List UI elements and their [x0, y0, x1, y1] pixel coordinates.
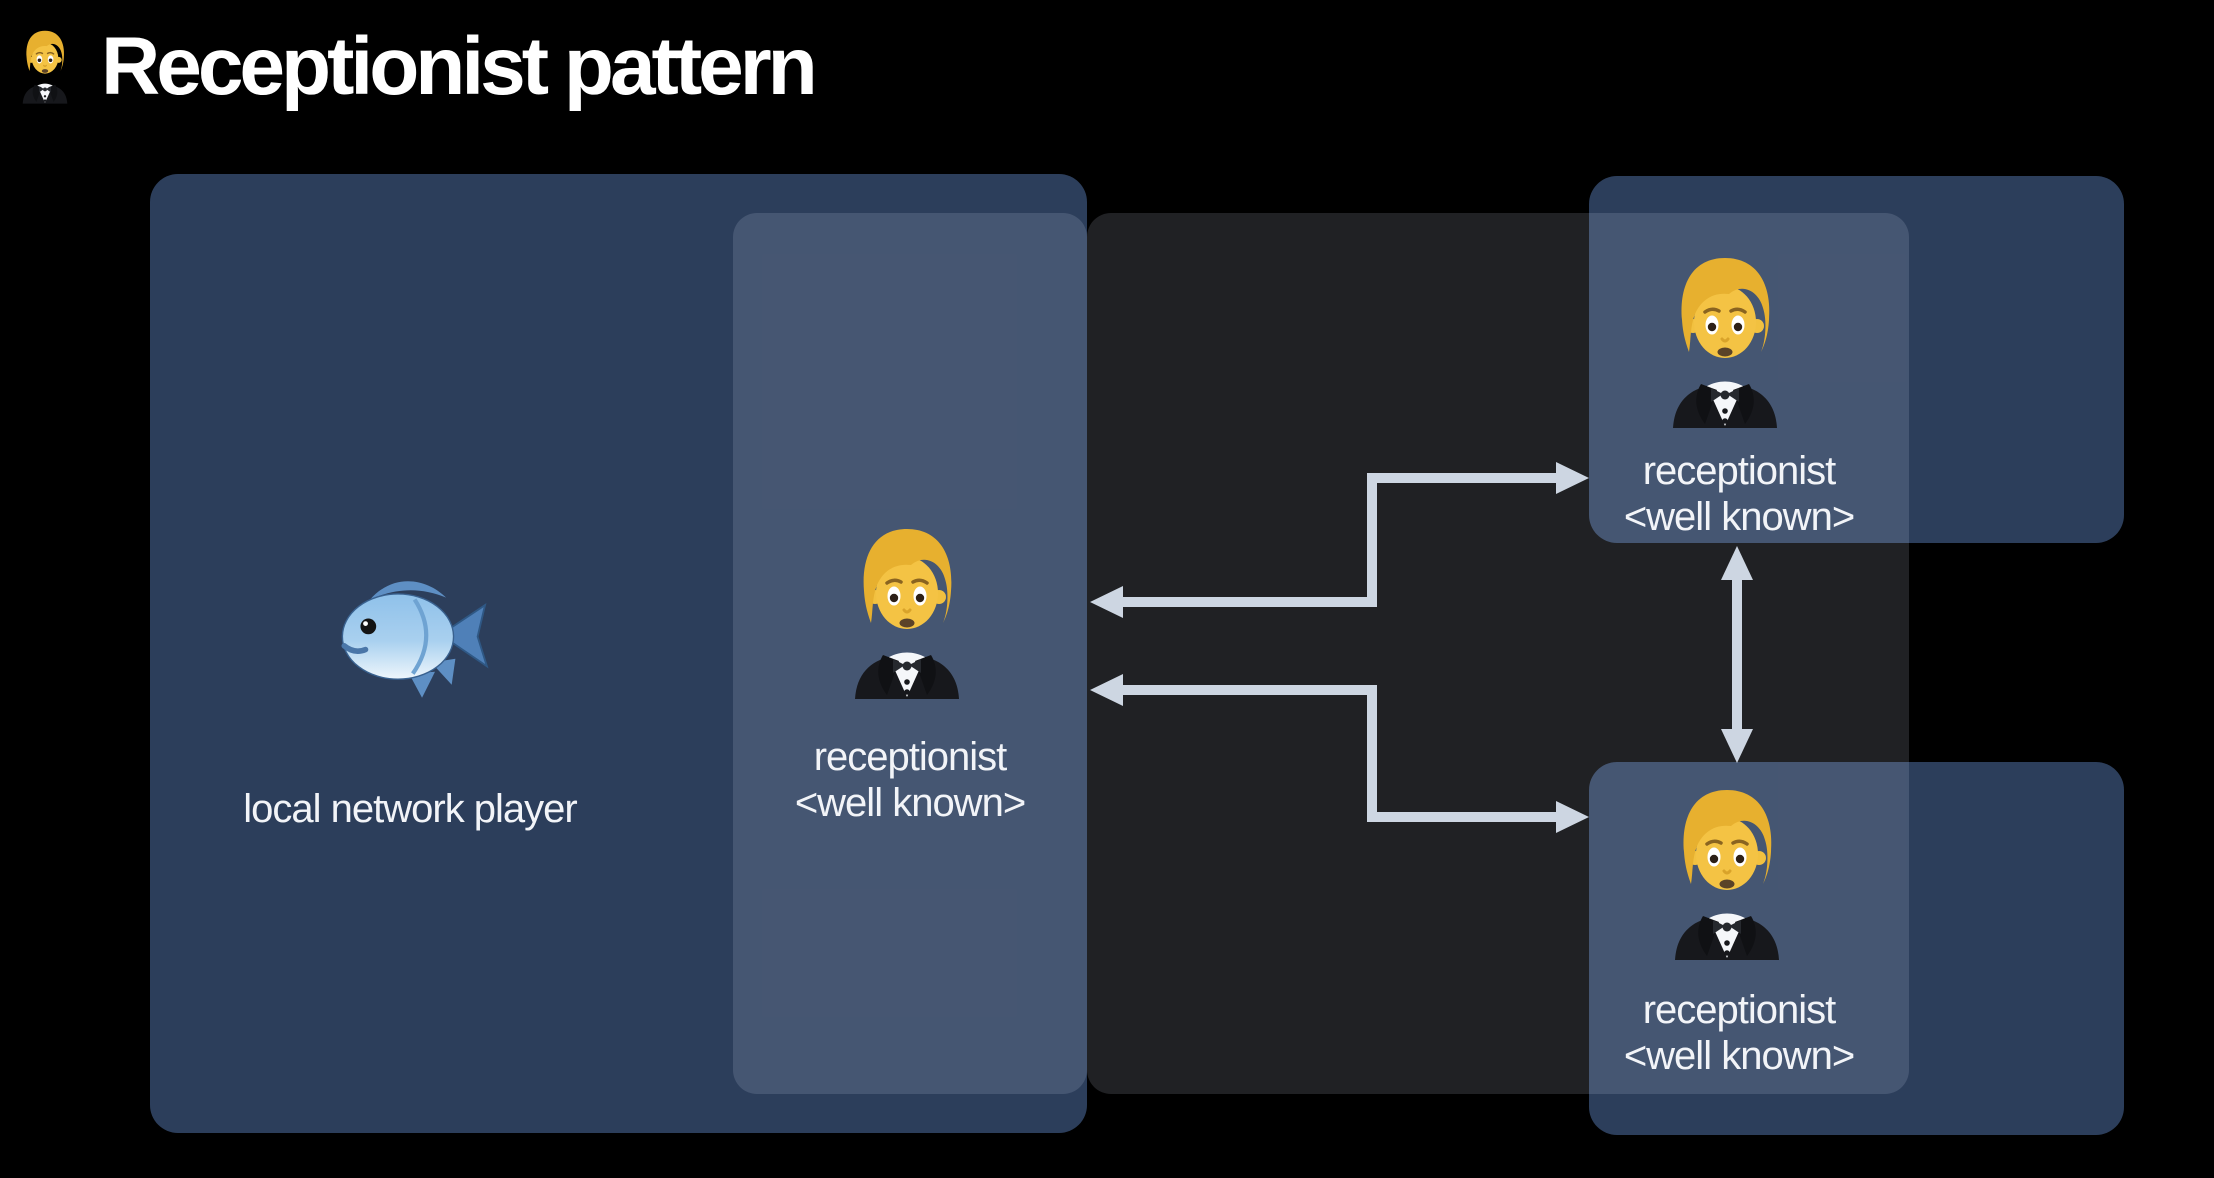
person-tuxedo-icon	[15, 26, 75, 104]
receptionist-qualifier: <well known>	[1623, 1034, 1855, 1078]
local-network-player-label: local network player	[243, 787, 578, 831]
slide-header: Receptionist pattern	[15, 21, 818, 112]
local-network-panel	[150, 174, 1087, 1133]
connector-remote-top-to-remote-bottom	[1721, 546, 1753, 763]
page-title: Receptionist pattern	[101, 21, 818, 112]
receptionist-name: receptionist	[1642, 449, 1837, 493]
receptionist-name: receptionist	[1642, 988, 1837, 1032]
remote-host-top-panel	[1589, 176, 2124, 543]
remote-receptionist-top-label: receptionist<well known>	[1589, 448, 1889, 540]
local-receptionist-label: receptionist<well known>	[733, 734, 1087, 826]
receptionist-qualifier: <well known>	[1623, 495, 1855, 539]
connector-local-to-remote-top	[1090, 462, 1589, 618]
remote-receptionist-bottom-label: receptionist<well known>	[1589, 987, 1889, 1079]
connector-local-to-remote-bottom	[1090, 674, 1589, 833]
receptionist-qualifier: <well known>	[794, 781, 1026, 825]
receptionist-name: receptionist	[813, 735, 1008, 779]
